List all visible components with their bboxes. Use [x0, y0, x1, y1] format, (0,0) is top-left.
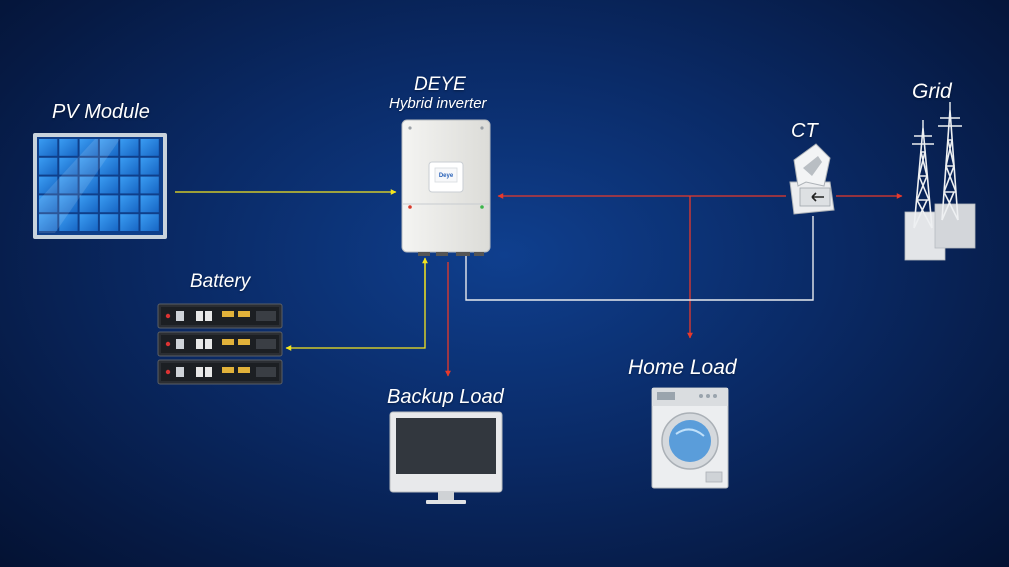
- inverter-icon: Deye: [401, 119, 491, 256]
- pv-module-label: PV Module: [52, 101, 150, 123]
- ct-signal-wire: [465, 216, 814, 301]
- battery-label: Battery: [190, 271, 251, 292]
- backup-load-label: Backup Load: [387, 386, 504, 408]
- inverter-battery-flow: [285, 262, 426, 351]
- battery-rack-icon: [157, 303, 283, 385]
- ct-label: CT: [791, 120, 818, 142]
- inverter-label: Hybrid inverter: [389, 95, 487, 112]
- inverter-logo: Deye: [439, 173, 454, 179]
- brand-label: DEYE: [414, 74, 466, 95]
- monitor-icon: [389, 411, 503, 504]
- grid-tower-icon: [904, 102, 976, 261]
- washing-machine-icon: [651, 387, 729, 489]
- ct-clamp-icon: [789, 143, 835, 215]
- home-load-label: Home Load: [628, 356, 737, 379]
- grid-label: Grid: [912, 80, 952, 103]
- solar-panel-icon: [33, 133, 167, 239]
- flow-lines: [175, 189, 903, 377]
